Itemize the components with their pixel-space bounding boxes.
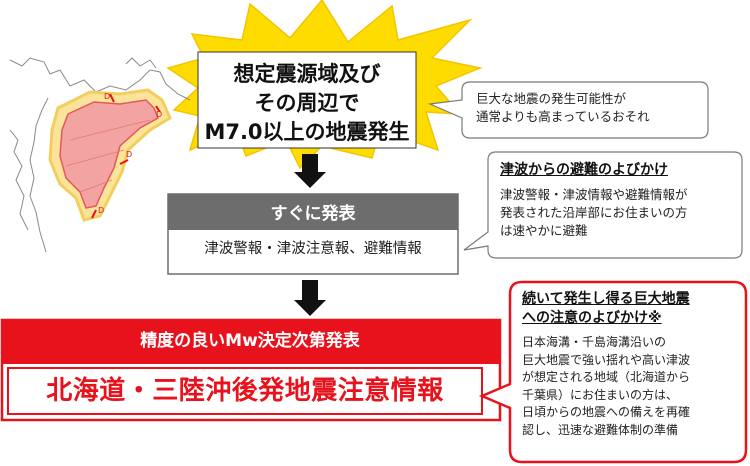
immediate-title-bar [168,194,458,230]
note-line: 巨大な地震の発生可能性が [476,91,627,106]
trigger-box [197,51,417,149]
note-line: 日頃からの地震への備えを再確 [522,405,691,419]
note-line: 認し、迅速な避難体制の準備 [522,422,679,437]
note-line: 日本海溝・千島海溝沿いの [522,335,667,349]
note-line: 通常よりも高まっているおそれ [476,109,650,124]
note-caution-title: 続いて発生し得る巨大地震 [522,291,690,307]
note-line: 千葉県）にお住まいの方は、 [522,387,679,402]
down-arrow-icon [294,280,326,316]
trigger-text: 想定震源域及び その周辺で M7.0以上の地震発生 [196,60,418,147]
note-line: が想定される地域（北海道から [522,370,691,384]
note-line: 巨大地震で強い揺れや高い津波 [522,352,691,367]
advisory-title-bar [2,320,500,364]
region-mark: D [104,92,111,101]
note-caution: 続いて発生し得る巨大地震 への注意のよびかけ※ 日本海溝・千島海溝沿いの 巨大地… [522,290,740,439]
down-arrow-icon [294,154,326,188]
note-caution-callout [478,280,748,464]
advisory-inner-box [7,367,483,415]
trigger-line: その周辺で [254,91,360,115]
note-evac: 津波からの避難のよびかけ 津波警報・津波情報や避難情報が 発表された沿岸部にお住… [500,160,736,240]
region-mark: D [98,206,105,215]
trigger-line: 想定震源域及び [233,62,381,86]
note-evac-title: 津波からの避難のよびかけ [500,162,668,178]
note-line: 発表された沿岸部にお住まいの方 [500,205,688,220]
trigger-line: M7.0以上の地震発生 [204,120,410,144]
note-top-text: 巨大な地震の発生可能性が 通常よりも高まっているおそれ [476,90,702,126]
note-line: 津波警報・津波情報や避難情報が [500,187,688,202]
hokkaido-sanriku-map-icon [9,57,191,253]
advisory-main: 北海道・三陸沖後発地震注意情報 [46,376,444,406]
note-caution-title: への注意のよびかけ※ [522,310,662,326]
region-mark: D [126,150,133,159]
note-top-callout [427,81,709,139]
note-evac-callout [463,151,743,259]
region-mark: D [156,110,163,119]
immediate-title: すぐに発表 [270,204,356,224]
note-line: は速やかに避難 [500,223,588,238]
immediate-body: 津波警報・津波注意報、避難情報 [204,241,422,257]
advisory-title: 精度の良いMw決定次第発表 [140,331,360,351]
